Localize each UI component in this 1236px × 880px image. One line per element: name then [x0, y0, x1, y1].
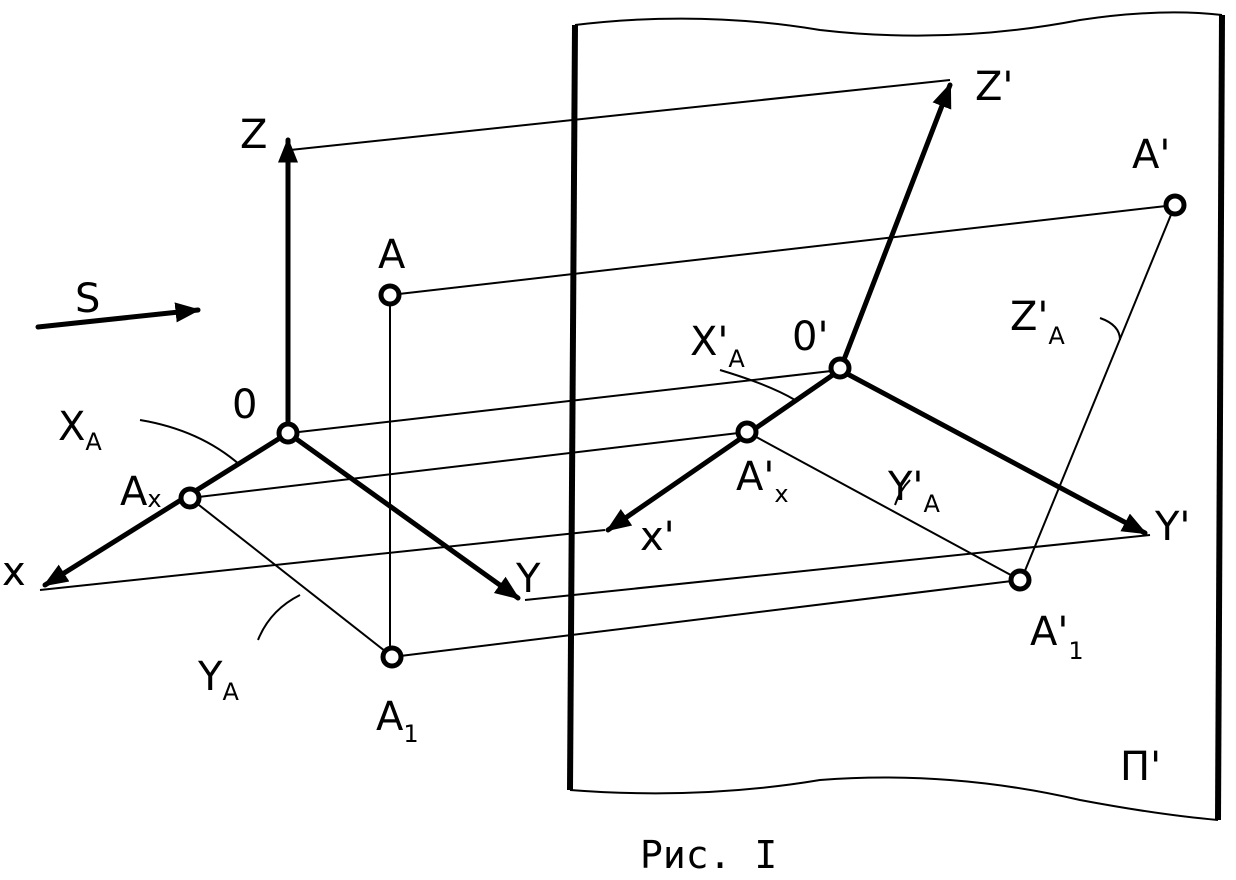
ray-a1	[391, 579, 1021, 658]
label-ya-prime-sub: A	[923, 490, 940, 518]
label-xa-sub: A	[85, 428, 102, 456]
label-za-prime-sub: A	[1048, 322, 1065, 350]
label-o: 0	[232, 382, 257, 428]
projection-rays	[39, 79, 1176, 658]
ray-o	[289, 369, 841, 434]
direction-s	[35, 302, 201, 330]
label-y: Y	[515, 556, 541, 602]
ray-z	[289, 79, 951, 151]
leader-xa-prime	[719, 369, 796, 401]
label-z: Z	[240, 112, 267, 158]
axis-z-prime	[837, 82, 953, 373]
point-o-prime	[828, 356, 852, 380]
line-ax-a1	[189, 497, 391, 656]
point-a-prime	[1163, 193, 1187, 217]
label-s: S	[75, 276, 100, 322]
ray-x	[39, 529, 606, 591]
label-ax-prime-sub: x	[774, 480, 788, 508]
projected-axes	[605, 82, 1148, 536]
axis-y	[285, 430, 521, 601]
label-a1: A1	[376, 694, 419, 748]
leader-ya-prime	[894, 479, 911, 506]
axis-x-prime	[605, 367, 843, 533]
original-axes	[35, 137, 521, 601]
projection-plane	[567, 11, 1225, 821]
point-ax-prime	[735, 420, 759, 444]
original-labels: Z A S 0 XA Ax x Y YA A1	[2, 112, 541, 748]
label-o-prime: 0'	[792, 314, 828, 360]
label-ya-prime: Y'A	[887, 464, 940, 518]
label-xa: XA	[58, 404, 102, 456]
label-a1-prime: A'1	[1030, 609, 1084, 665]
plane-top-edge	[574, 11, 1223, 37]
plane-right-edge	[1215, 14, 1225, 821]
label-plane: П'	[1120, 744, 1161, 790]
leader-ya	[257, 594, 301, 641]
label-a-prime: A'	[1132, 132, 1170, 178]
label-a1-prime-sub: 1	[1068, 637, 1083, 665]
label-a1-main: A	[376, 694, 404, 740]
point-o	[276, 421, 300, 445]
label-z-prime: Z'	[975, 64, 1013, 110]
axis-y-prime	[837, 367, 1148, 536]
figure-caption: Рис. I	[640, 833, 777, 877]
label-ya-main: Y	[197, 654, 223, 700]
plane-bottom-edge	[569, 776, 1219, 821]
label-a: A	[378, 232, 406, 278]
label-x: x	[2, 549, 26, 595]
axis-x	[42, 430, 291, 588]
label-ya: YA	[197, 654, 239, 706]
point-a1-prime	[1008, 568, 1032, 592]
ray-a	[389, 204, 1176, 296]
label-ax-prime-main: A'	[736, 454, 774, 500]
label-ax-prime: A'x	[736, 454, 789, 508]
label-ax: Ax	[120, 469, 162, 515]
label-a1-prime-main: A'	[1030, 609, 1068, 655]
label-za-prime-main: Z'	[1010, 294, 1048, 340]
label-x-prime: x'	[640, 514, 675, 560]
points	[178, 193, 1187, 669]
point-a	[378, 283, 402, 307]
ray-y	[524, 534, 1151, 601]
label-ax-sub: x	[147, 485, 161, 513]
leader-za-prime	[1099, 317, 1121, 341]
point-a1	[380, 645, 404, 669]
label-xa-prime-main: X'	[690, 319, 728, 365]
label-xa-prime: X'A	[690, 319, 745, 373]
label-ya-prime-main: Y'	[887, 464, 923, 510]
label-y-prime: Y'	[1154, 504, 1190, 550]
projected-labels: Z' A' 0' X'A Z'A x' A'x Y'A Y' A'1 П'	[640, 64, 1190, 790]
label-ya-sub: A	[222, 678, 239, 706]
point-ax	[178, 486, 202, 510]
ray-ax	[189, 431, 748, 499]
line-ax-prime-a1-prime	[746, 431, 1021, 581]
line-a-prime-a1-prime	[1021, 204, 1176, 579]
label-xa-prime-sub: A	[728, 345, 745, 373]
leader-xa	[139, 419, 241, 466]
plane-left-edge	[567, 24, 578, 791]
label-za-prime: Z'A	[1010, 294, 1065, 350]
label-ax-main: A	[120, 469, 148, 515]
label-xa-main: X	[58, 404, 85, 450]
label-a1-sub: 1	[403, 720, 418, 748]
